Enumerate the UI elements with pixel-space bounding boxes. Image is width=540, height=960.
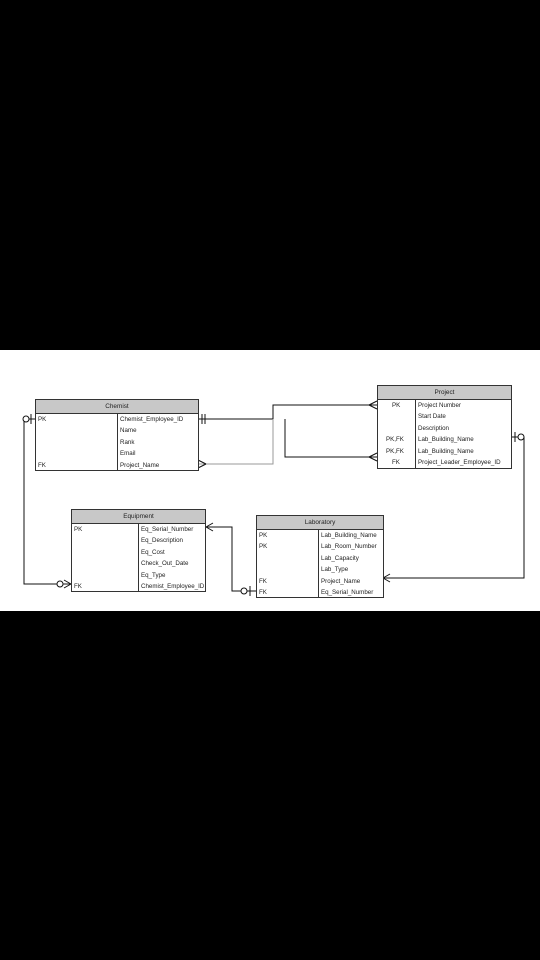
attribute-row: Start Date — [418, 413, 446, 421]
attribute-row: Email — [120, 450, 136, 458]
entity-title: Project — [378, 386, 511, 400]
attribute-row: Lab_Type — [321, 566, 349, 574]
attribute-row: Eq_Description — [141, 537, 183, 545]
rel-chemist-project — [198, 404, 377, 420]
relationship-lines — [22, 400, 525, 596]
attribute-row: Rank — [120, 438, 135, 446]
rel-project-chemist — [284, 419, 377, 458]
rel-chemist-fk — [198, 419, 274, 465]
attribute-row: Lab_Capacity — [321, 554, 359, 562]
entity-title: Equipment — [72, 510, 205, 524]
entity-title: Chemist — [36, 400, 198, 414]
attribute-row: Description — [418, 424, 449, 432]
attribute-row: Check_Out_Date — [141, 560, 189, 568]
entity-title: Laboratory — [257, 516, 383, 530]
attribute-row: Name — [120, 427, 137, 435]
rel-equipment-laboratory — [205, 526, 256, 592]
attribute-row: Eq_Cost — [141, 548, 165, 556]
attribute-row: Eq_Type — [141, 571, 166, 579]
